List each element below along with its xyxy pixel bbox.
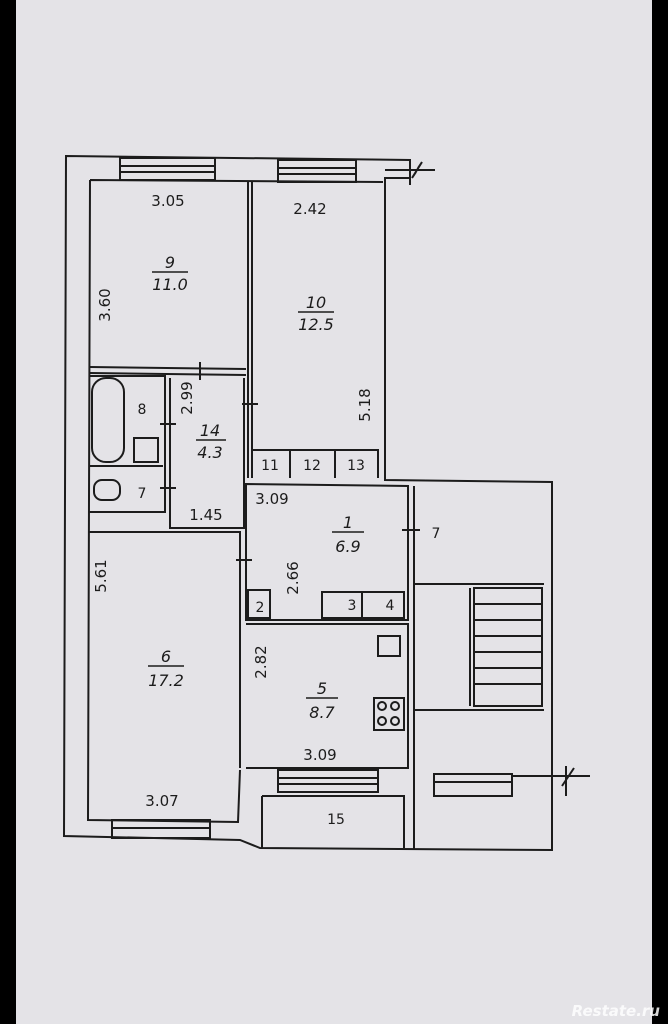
- bathtub: [91, 377, 125, 463]
- label-11: 11: [261, 458, 279, 474]
- window-top-left: [119, 157, 216, 181]
- stairs: [473, 587, 543, 707]
- stove: [373, 697, 405, 731]
- dim-3-60: 3.60: [96, 288, 114, 321]
- dim-3-09-top: 3.09: [255, 490, 288, 508]
- label-13: 13: [347, 458, 365, 474]
- watermark: Restate.ru: [571, 1002, 660, 1020]
- dim-2-82: 2.82: [252, 645, 270, 678]
- dim-5-18: 5.18: [356, 388, 374, 421]
- dim-1-45: 1.45: [189, 506, 222, 524]
- balcony: [261, 795, 405, 848]
- label-2: 2: [256, 600, 265, 616]
- room-1-area: 6.9: [335, 537, 360, 556]
- window-bottom-mid: [277, 769, 379, 793]
- dim-2-99: 2.99: [178, 381, 196, 414]
- room-1-number: 1: [343, 513, 353, 532]
- dim-3-05: 3.05: [151, 192, 184, 210]
- room-9-area: 11.0: [152, 275, 188, 294]
- room-5-number: 5: [317, 679, 327, 698]
- label-4: 4: [386, 598, 395, 614]
- label-7-right: 7: [432, 526, 441, 542]
- room-6-area: 17.2: [148, 671, 184, 690]
- room-6-number: 6: [161, 647, 171, 666]
- window-top-right: [277, 159, 357, 183]
- label-3: 3: [348, 598, 357, 614]
- window-bottom-right: [433, 773, 513, 797]
- label-7-left: 7: [138, 486, 147, 502]
- label-12: 12: [303, 458, 321, 474]
- dim-2-66: 2.66: [284, 561, 302, 594]
- room-9-number: 9: [165, 253, 175, 272]
- dim-3-09-bottom: 3.09: [303, 746, 336, 764]
- toilet: [93, 479, 121, 501]
- room-10-number: 10: [306, 293, 326, 312]
- label-8: 8: [138, 402, 147, 418]
- label-15: 15: [327, 812, 345, 828]
- dim-3-07: 3.07: [145, 792, 178, 810]
- room-14-area: 4.3: [197, 443, 222, 462]
- room-14-number: 14: [200, 421, 220, 440]
- sink: [133, 437, 159, 463]
- dim-5-61: 5.61: [92, 559, 110, 592]
- dim-2-42: 2.42: [293, 200, 326, 218]
- room-5-area: 8.7: [309, 703, 335, 722]
- room-10-area: 12.5: [298, 315, 334, 334]
